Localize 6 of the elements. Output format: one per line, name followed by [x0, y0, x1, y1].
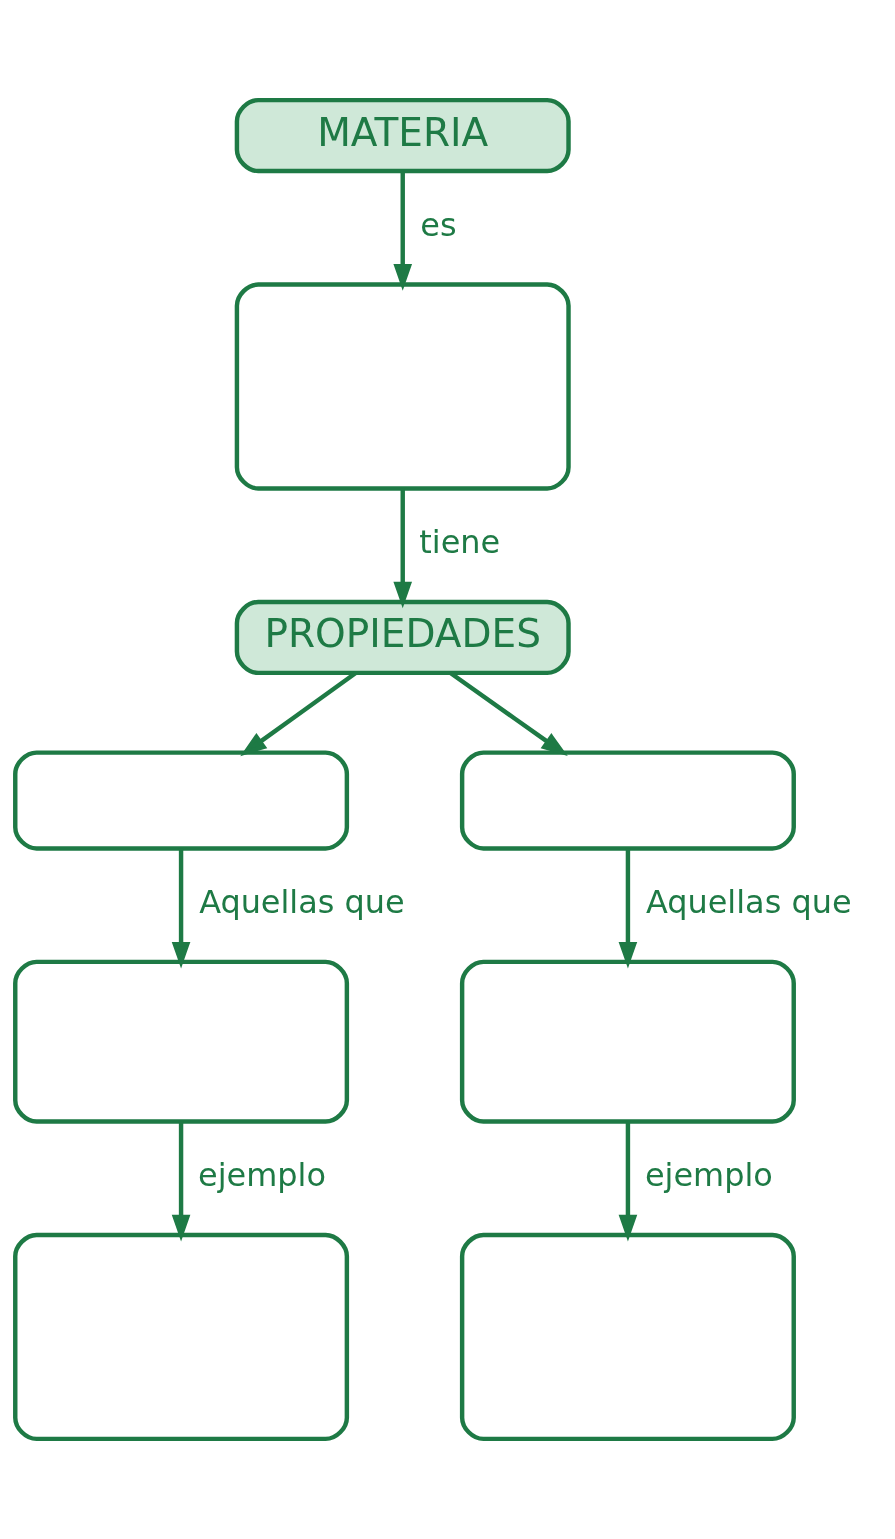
edge-label: es [420, 205, 457, 244]
edge-label: tiene [419, 522, 501, 561]
edge-label: Aquellas que [199, 882, 405, 921]
edge-label: ejemplo [198, 1156, 326, 1195]
edge-label: ejemplo [644, 1156, 773, 1195]
edge-label: Aquellas que [646, 882, 852, 921]
